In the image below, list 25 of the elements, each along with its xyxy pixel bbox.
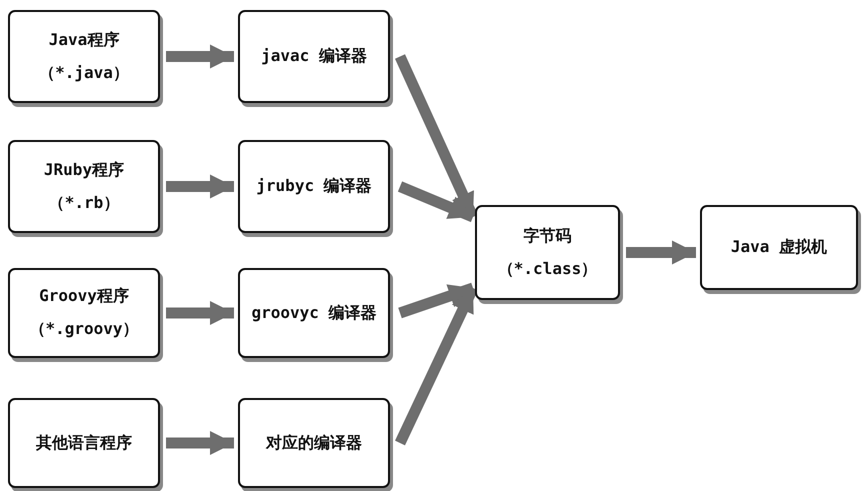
node-text: Java 虚拟机 xyxy=(730,237,828,258)
node-text: 其他语言程序 xyxy=(36,432,132,454)
arrow xyxy=(166,431,234,455)
node-text: JRuby程序 xyxy=(44,160,124,180)
arrow xyxy=(398,181,476,222)
node-text: jrubyc 编译器 xyxy=(256,176,372,197)
node-text: groovyc 编译器 xyxy=(251,302,377,324)
arrow xyxy=(166,44,234,68)
node-text: （*.class） xyxy=(498,258,598,280)
process-box xyxy=(238,398,390,488)
node-text: 对应的编译器 xyxy=(266,432,362,454)
node-text: （*.rb） xyxy=(48,192,120,214)
arrow xyxy=(166,174,234,198)
node-text: Java程序 xyxy=(48,30,120,50)
node-text: （*.java） xyxy=(39,62,129,84)
arrow xyxy=(395,286,478,446)
arrow xyxy=(626,240,696,264)
node-text: （*.groovy） xyxy=(29,319,139,340)
arrow xyxy=(166,301,234,325)
node-text: javac 编译器 xyxy=(261,46,367,67)
node-text: Groovy程序 xyxy=(39,286,129,307)
arrow xyxy=(398,282,475,318)
process-box xyxy=(8,398,160,488)
node-text: 字节码 xyxy=(524,226,572,246)
arrow xyxy=(395,54,478,220)
